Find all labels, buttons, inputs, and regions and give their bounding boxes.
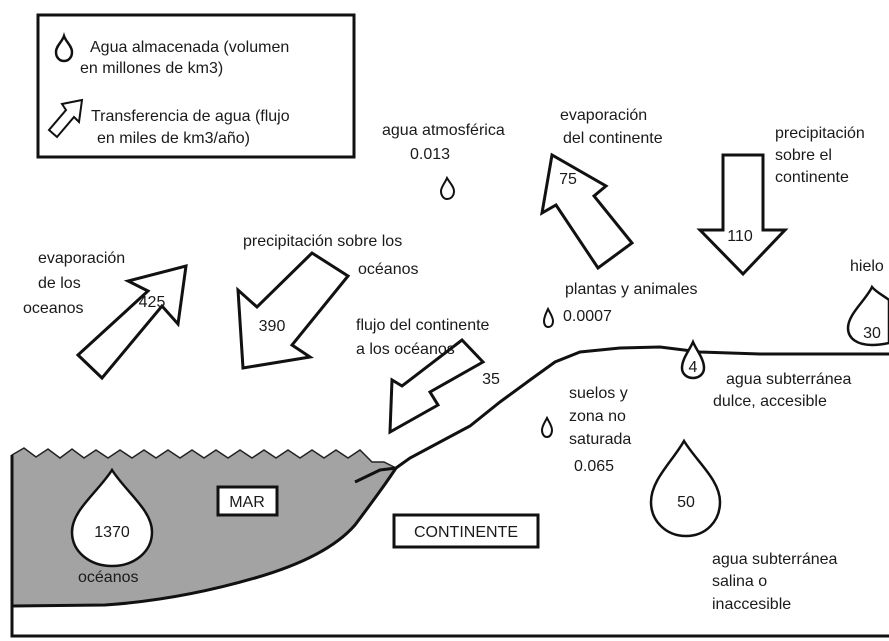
atmosphere-label: agua atmosférica bbox=[382, 122, 505, 139]
evap-continent-value: 75 bbox=[559, 171, 577, 188]
legend-transfer-line2: en miles de km3/año) bbox=[97, 130, 250, 147]
legend-frame bbox=[36, 13, 356, 159]
biota-label: plantas y animales bbox=[565, 281, 698, 298]
precip-oceans-value: 390 bbox=[259, 318, 286, 335]
sea-label: MAR bbox=[229, 494, 265, 511]
legend-transfer-line1: Transferencia de agua (flujo bbox=[91, 108, 290, 125]
soils-label-line2: zona no bbox=[569, 408, 626, 425]
legend-stored-line1: Agua almacenada (volumen bbox=[90, 39, 289, 56]
fresh-groundwater-value: 4 bbox=[689, 359, 698, 376]
precip-oceans-arrow: 390 bbox=[236, 251, 351, 370]
evap-oceans-label-line2: de los bbox=[38, 275, 81, 292]
fresh-groundwater-label-line2: dulce, accesible bbox=[713, 393, 827, 410]
legend-stored-line2: en millones de km3) bbox=[80, 60, 223, 77]
precip-oceans-label-line1: precipitación sobre los bbox=[243, 233, 402, 250]
continent-label: CONTINENTE bbox=[414, 524, 518, 541]
soils-value: 0.065 bbox=[574, 458, 614, 475]
atmosphere-value: 0.013 bbox=[410, 146, 450, 163]
evap-oceans-label-line3: oceanos bbox=[23, 300, 84, 317]
precip-continent-label-line1: precipitación bbox=[775, 125, 865, 142]
biota-value: 0.0007 bbox=[563, 308, 612, 325]
arrow-icon bbox=[47, 98, 84, 139]
evap-oceans-value: 425 bbox=[139, 294, 166, 311]
atmosphere-drop-icon bbox=[439, 175, 456, 201]
oceans-value: 1370 bbox=[94, 524, 130, 541]
ice-drop: 30 bbox=[846, 284, 889, 347]
oceans-label: océanos bbox=[78, 569, 139, 586]
saline-groundwater-label-line1: agua subterránea bbox=[712, 551, 838, 568]
saline-groundwater-label-line2: salina o bbox=[712, 573, 767, 590]
evap-continent-arrow: 75 bbox=[539, 152, 635, 271]
ice-label: hielo bbox=[850, 258, 884, 275]
coastline bbox=[354, 345, 889, 484]
runoff-label-line2: a los océanos bbox=[356, 341, 455, 358]
precip-oceans-label-line2: océanos bbox=[358, 261, 419, 278]
evap-continent-label-line1: evaporación bbox=[560, 107, 647, 124]
saline-groundwater-drop: 50 bbox=[649, 438, 722, 538]
soils-label-line3: saturada bbox=[569, 431, 631, 448]
soil-drop-icon bbox=[540, 415, 554, 439]
evap-continent-label-line2: del continente bbox=[563, 130, 663, 147]
legend: Agua almacenada (volumen en millones de … bbox=[36, 13, 356, 159]
fresh-groundwater-drop: 4 bbox=[680, 338, 706, 380]
fresh-groundwater-label-line1: agua subterránea bbox=[726, 371, 852, 388]
soils-label-line1: suelos y bbox=[569, 385, 628, 402]
continent-label-box: CONTINENTE bbox=[392, 513, 540, 549]
oceans-drop: 1370 bbox=[70, 467, 154, 568]
evap-oceans-arrow: 425 bbox=[75, 263, 188, 381]
evap-oceans-label-line1: evaporación bbox=[38, 250, 125, 267]
precip-continent-arrow: 110 bbox=[696, 153, 789, 277]
runoff-label-line1: flujo del continente bbox=[356, 317, 490, 334]
saline-groundwater-value: 50 bbox=[677, 494, 695, 511]
sea-area bbox=[11, 447, 398, 607]
precip-continent-label-line3: continente bbox=[775, 169, 849, 186]
biota-drop-icon bbox=[542, 306, 555, 329]
runoff-arrow: 35 bbox=[388, 337, 500, 435]
precip-continent-value: 110 bbox=[727, 228, 753, 245]
sea-label-box: MAR bbox=[216, 485, 279, 517]
drop-icon bbox=[54, 32, 74, 63]
frame-lines bbox=[10, 455, 889, 638]
runoff-value: 35 bbox=[482, 371, 500, 388]
seafloor-line bbox=[11, 467, 398, 608]
precip-continent-label-line2: sobre el bbox=[775, 147, 832, 164]
ice-value: 30 bbox=[863, 325, 881, 342]
saline-groundwater-label-line3: inaccesible bbox=[712, 596, 791, 613]
